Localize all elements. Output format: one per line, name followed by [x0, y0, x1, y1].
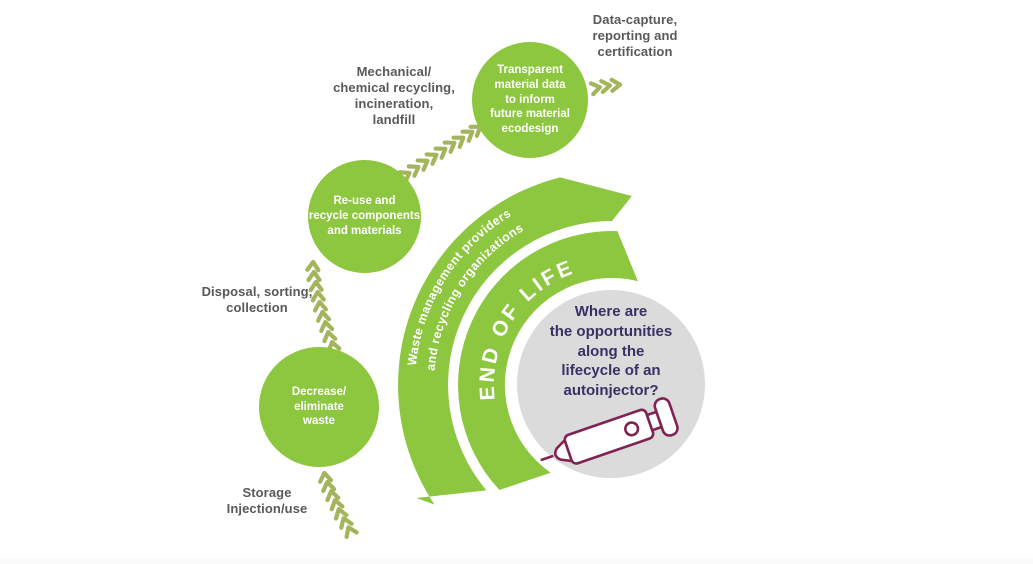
- bubble-line: eliminate: [294, 400, 344, 413]
- chevron-arrow-icon: [319, 472, 331, 481]
- label-line: certification: [597, 43, 673, 59]
- question-bubble: Where are the opportunities along the li…: [517, 290, 705, 478]
- bubble-line: recycle components: [308, 210, 421, 223]
- chevron-arrow-icon: [307, 262, 318, 270]
- label-line: incineration,: [354, 95, 434, 111]
- label-mechanical-recycling: Mechanical/ chemical recycling, incinera…: [309, 64, 479, 127]
- label-disposal-sorting: Disposal, sorting, collection: [172, 284, 342, 316]
- chevron-arrow-icon: [591, 82, 601, 94]
- label-data-capture: Data-capture, reporting and certificatio…: [550, 12, 720, 60]
- question-line: Where are: [574, 303, 648, 320]
- end-of-life-inner-band: [458, 231, 638, 490]
- autoinjector-icon: [540, 397, 679, 465]
- bubble-transparent-material-data: Transparent material data to inform futu…: [472, 42, 588, 158]
- label-line: Disposal, sorting,: [201, 284, 313, 299]
- bubble-line: to inform: [505, 93, 555, 106]
- question-line: the opportunities: [549, 322, 673, 340]
- label-line: Mechanical/: [356, 64, 432, 79]
- injector-window: [624, 421, 640, 437]
- question-line: along the: [577, 342, 645, 360]
- bubble-decrease-waste: Decrease/ eliminate waste: [259, 347, 379, 467]
- chevron-arrow-icon: [320, 321, 332, 331]
- bubble-line: Decrease/: [291, 385, 347, 398]
- label-line: Data-capture,: [592, 12, 678, 27]
- injector-needle: [540, 454, 554, 462]
- footer-strip: [0, 559, 1033, 564]
- chevron-arrow-icon: [601, 80, 610, 92]
- bubble-line: and materials: [327, 224, 402, 237]
- chevron-arrow-icon: [612, 79, 621, 91]
- bubble-line: Transparent: [497, 63, 563, 76]
- chevron-arrow-icon: [343, 525, 356, 537]
- label-storage-injection: Storage Injection/use: [182, 485, 352, 517]
- bubble-reuse-recycle: Re-use and recycle components and materi…: [308, 160, 421, 273]
- injector-cap: [653, 397, 679, 437]
- end-of-life-outer-band: [398, 177, 632, 505]
- label-line: Storage: [242, 485, 292, 500]
- bubble-line: material data: [494, 78, 566, 91]
- label-line: reporting and: [592, 27, 678, 43]
- label-line: chemical recycling,: [333, 79, 455, 95]
- label-line: landfill: [372, 111, 416, 127]
- question-line: autoinjector?: [563, 382, 659, 400]
- label-line: Injection/use: [226, 500, 308, 516]
- chevron-trail-mechanical-to-transparent: [400, 122, 484, 182]
- bubble-line: ecodesign: [501, 123, 559, 136]
- question-line: lifecycle of an: [561, 362, 661, 380]
- chevron-arrow-icon: [323, 331, 335, 341]
- bubble-line: future material: [490, 108, 570, 121]
- chevron-arrow-icon: [309, 272, 320, 280]
- injector-nose: [553, 438, 574, 463]
- injector-body: [563, 408, 655, 465]
- bubble-line: Re-use and: [333, 195, 396, 208]
- bubble-line: waste: [303, 415, 335, 428]
- chevron-trail-transparent-to-datacapture: [591, 79, 620, 94]
- label-line: collection: [226, 299, 288, 315]
